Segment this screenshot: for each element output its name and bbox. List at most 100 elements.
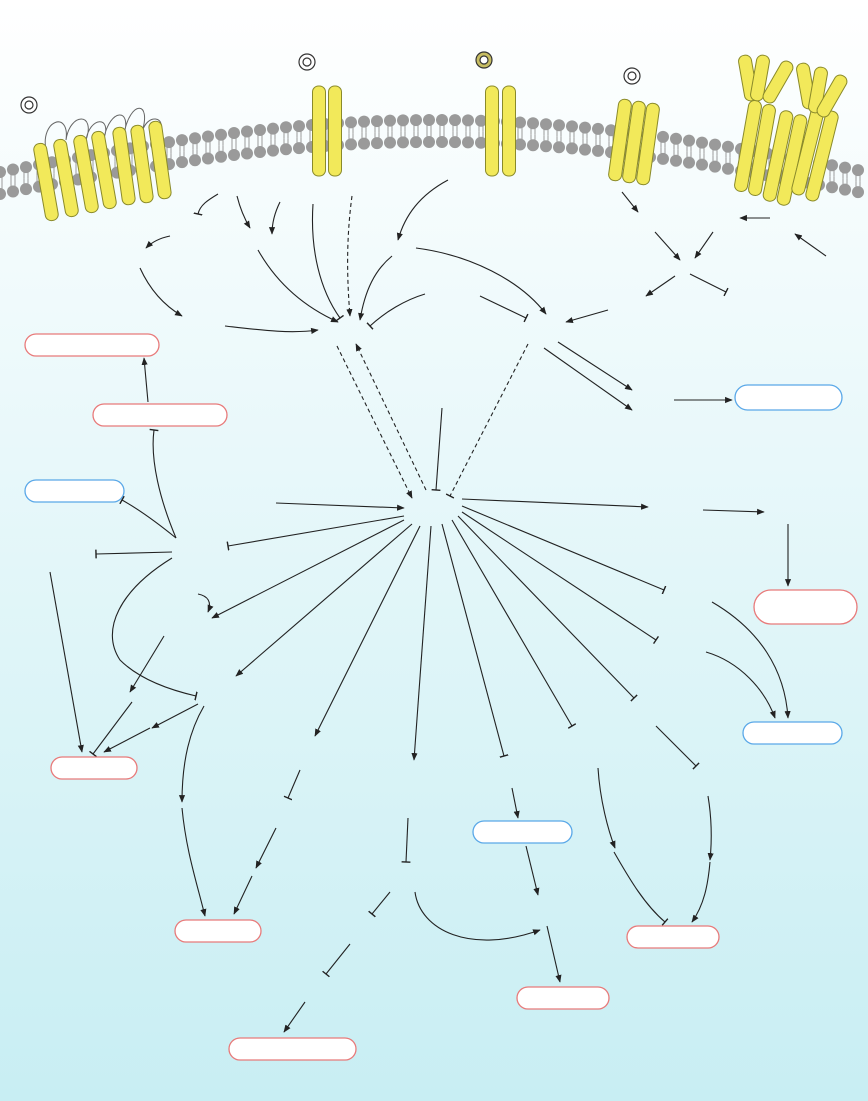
activation-edge	[794, 233, 827, 257]
inhibition-edge	[655, 725, 700, 770]
activation-edge	[103, 727, 151, 753]
activation-edge	[268, 201, 281, 235]
inhibition-edge	[457, 515, 638, 702]
inhibition-edge	[461, 505, 667, 595]
activation-edge	[139, 267, 183, 317]
lipid-head	[514, 138, 526, 151]
lipid-head	[0, 166, 6, 178]
activation-edge	[197, 593, 214, 613]
lipid-head	[839, 183, 851, 196]
outcome-box-8	[472, 820, 573, 844]
lipid-head	[592, 144, 604, 157]
activation-edge	[141, 357, 149, 403]
inhibition-edge	[461, 511, 660, 645]
lipid-head	[722, 140, 734, 153]
activation-edge	[645, 275, 676, 297]
gpcr-helix	[130, 124, 154, 204]
receptor-group	[33, 54, 848, 222]
receptor-helix	[328, 85, 342, 177]
inhibition-edge	[89, 701, 133, 758]
activation-edge	[314, 525, 421, 737]
outcome-box-5	[753, 589, 858, 625]
inhibition-edge	[401, 817, 411, 863]
activation-edge	[597, 767, 616, 849]
inhibition-edge	[226, 515, 405, 551]
lipid-head	[254, 145, 266, 158]
ring-icon-core	[24, 100, 34, 110]
lipid-head	[553, 119, 565, 132]
gpcr-helix	[91, 130, 117, 210]
outcome-box-2	[92, 403, 228, 427]
lipid-head	[852, 186, 864, 199]
outcome-box-frame	[472, 820, 573, 844]
gpcr-helix	[148, 120, 172, 200]
inhibition-edge	[283, 769, 301, 801]
activation-edge	[396, 179, 449, 241]
lipid-head	[566, 120, 578, 133]
lipid-head	[709, 160, 721, 173]
lipid-head	[228, 127, 240, 140]
lipid-head	[683, 134, 695, 147]
lipid-head	[189, 154, 201, 167]
inhibition-edge	[368, 891, 391, 918]
lipid-head	[514, 116, 526, 129]
lipid-head	[475, 114, 487, 127]
lipid-head	[475, 136, 487, 149]
lipid-head	[826, 181, 838, 194]
lipid-head	[267, 144, 279, 157]
outcome-box-11	[516, 986, 610, 1010]
inhibition-edge	[149, 428, 177, 539]
activation-edge	[283, 1001, 306, 1033]
ring-icon-core	[302, 57, 312, 67]
gpcr-helix	[112, 126, 136, 206]
activation-edge	[543, 347, 633, 411]
activation-edge	[705, 651, 776, 719]
inhibition-edge	[441, 523, 509, 758]
lipid-head	[241, 147, 253, 160]
receptor-helix	[312, 85, 326, 177]
lipid-head	[423, 136, 435, 149]
outcome-box-frame	[742, 721, 843, 745]
lipid-head	[540, 140, 552, 153]
activation-edge	[358, 255, 393, 321]
lipid-head	[293, 142, 305, 155]
activation-edge	[346, 195, 353, 317]
lipid-head	[176, 156, 188, 169]
activation-edge	[415, 247, 547, 315]
inhibition-edge	[689, 273, 729, 297]
outcome-box-7	[742, 721, 843, 745]
outcome-box-frame	[626, 925, 720, 949]
activation-edge	[691, 861, 711, 923]
gpcr-helix	[53, 138, 79, 218]
lipid-head	[462, 136, 474, 149]
lipid-head	[202, 152, 214, 165]
activation-edge	[414, 891, 541, 941]
lipid-head	[657, 152, 669, 165]
lipid-head	[449, 114, 461, 127]
inhibition-edge	[613, 851, 669, 926]
activation-edge	[49, 571, 84, 753]
lipid-head	[423, 114, 435, 127]
gpcr-helix	[73, 134, 99, 214]
complex-head-helix	[808, 66, 828, 114]
lipid-head	[436, 136, 448, 149]
activation-edge	[235, 523, 413, 677]
lipid-head	[371, 137, 383, 150]
lipid-head	[722, 162, 734, 175]
lipid-head	[397, 114, 409, 127]
activation-edge	[411, 525, 432, 761]
gpcr-helix	[33, 142, 59, 222]
activation-edge	[557, 341, 633, 391]
activation-edge	[355, 343, 427, 491]
inhibition-edge	[111, 557, 198, 701]
activation-edge	[621, 191, 639, 213]
activation-edge	[546, 925, 562, 983]
lipid-head	[345, 138, 357, 151]
receptor-helix	[636, 102, 660, 186]
receptor-helix	[622, 100, 646, 184]
lipid-head	[215, 150, 227, 163]
lipid-head	[670, 154, 682, 167]
lipid-head	[254, 123, 266, 136]
outcome-box-frame	[228, 1037, 357, 1061]
activation-edge	[336, 345, 413, 499]
